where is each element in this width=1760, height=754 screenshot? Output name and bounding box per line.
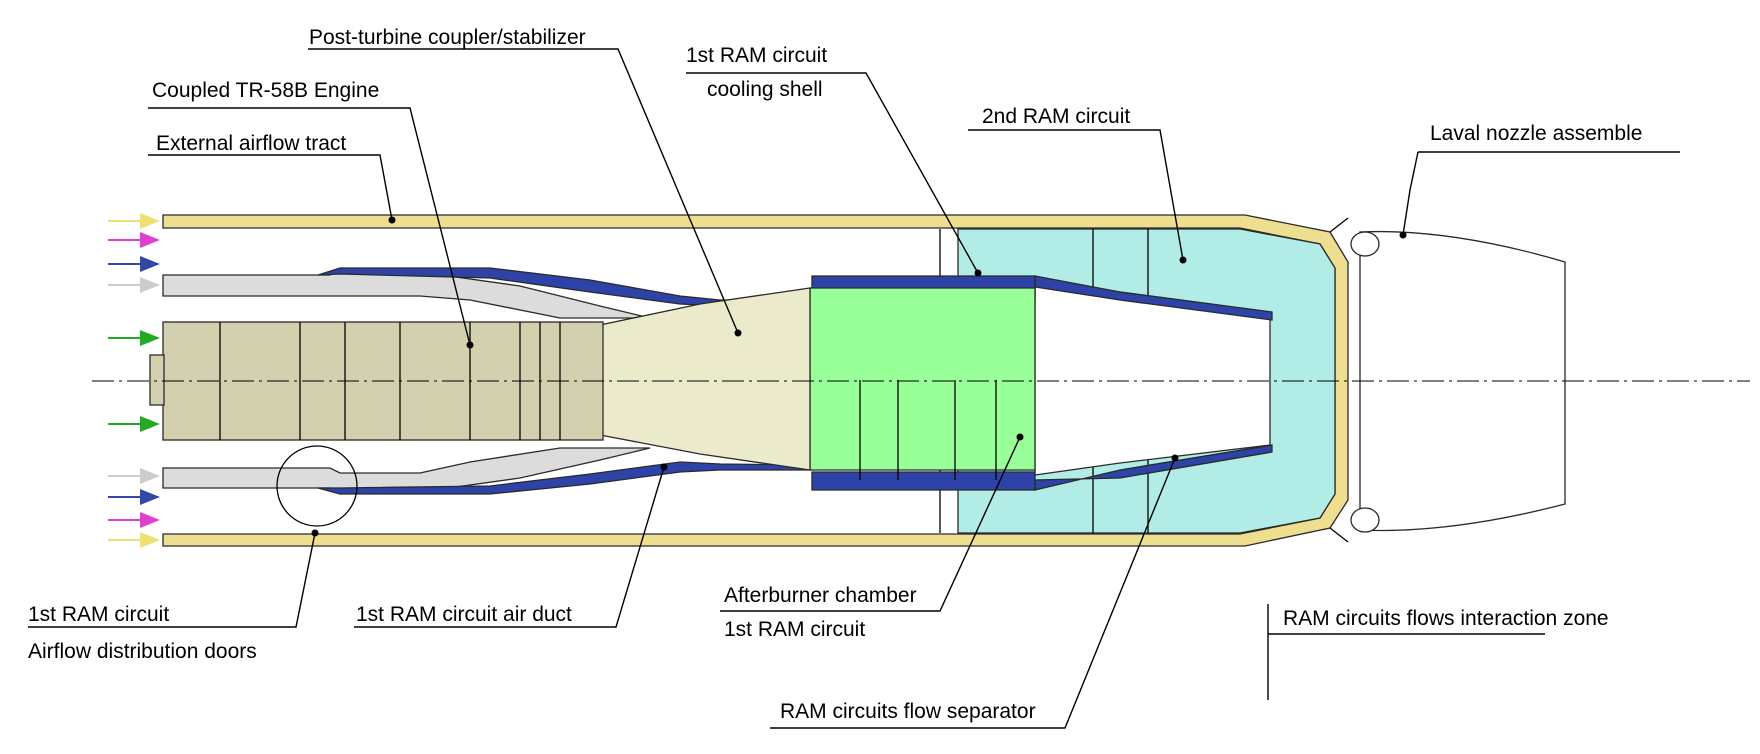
inlet-arrows xyxy=(108,213,160,548)
label-afterburner-line1: Afterburner chamber xyxy=(724,584,917,607)
label-external-airflow-tract: External airflow tract xyxy=(156,132,346,155)
label-post-turbine-coupler: Post-turbine coupler/stabilizer xyxy=(309,26,586,49)
label-interaction-zone: RAM circuits flows interaction zone xyxy=(1283,607,1609,630)
label-afterburner-line2: 1st RAM circuit xyxy=(724,618,865,641)
label-ram2: 2nd RAM circuit xyxy=(982,105,1130,128)
label-doors-line1: 1st RAM circuit xyxy=(28,603,169,626)
label-flow-separator: RAM circuits flow separator xyxy=(780,700,1036,723)
doors-detail-circle xyxy=(276,445,358,527)
label-laval-nozzle: Laval nozzle assemble xyxy=(1430,122,1642,145)
label-engine: Coupled TR-58B Engine xyxy=(152,79,379,102)
label-doors-line2: Airflow distribution doors xyxy=(28,640,257,663)
afterburner-chamber xyxy=(809,287,1036,480)
label-air-duct: 1st RAM circuit air duct xyxy=(356,603,572,626)
label-ram1-cooling-line2: cooling shell xyxy=(707,78,823,101)
label-ram1-cooling-line1: 1st RAM circuit xyxy=(686,44,827,67)
laval-nozzle xyxy=(1350,230,1566,533)
leaders xyxy=(28,48,1680,729)
